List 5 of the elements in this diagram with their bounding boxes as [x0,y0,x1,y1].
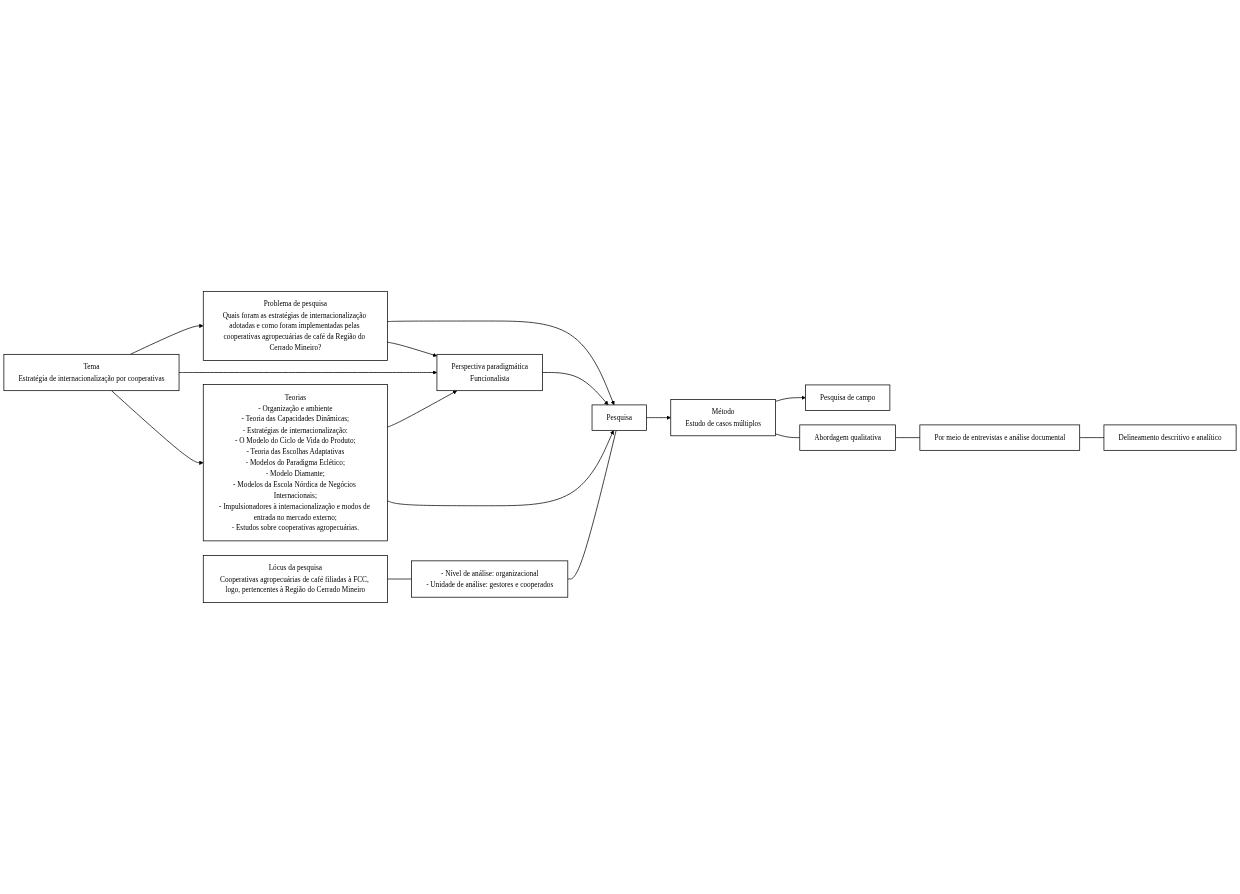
connector [895,437,921,438]
connector [1079,437,1105,438]
connector [387,578,412,580]
connector [567,430,617,580]
connector [775,433,801,438]
